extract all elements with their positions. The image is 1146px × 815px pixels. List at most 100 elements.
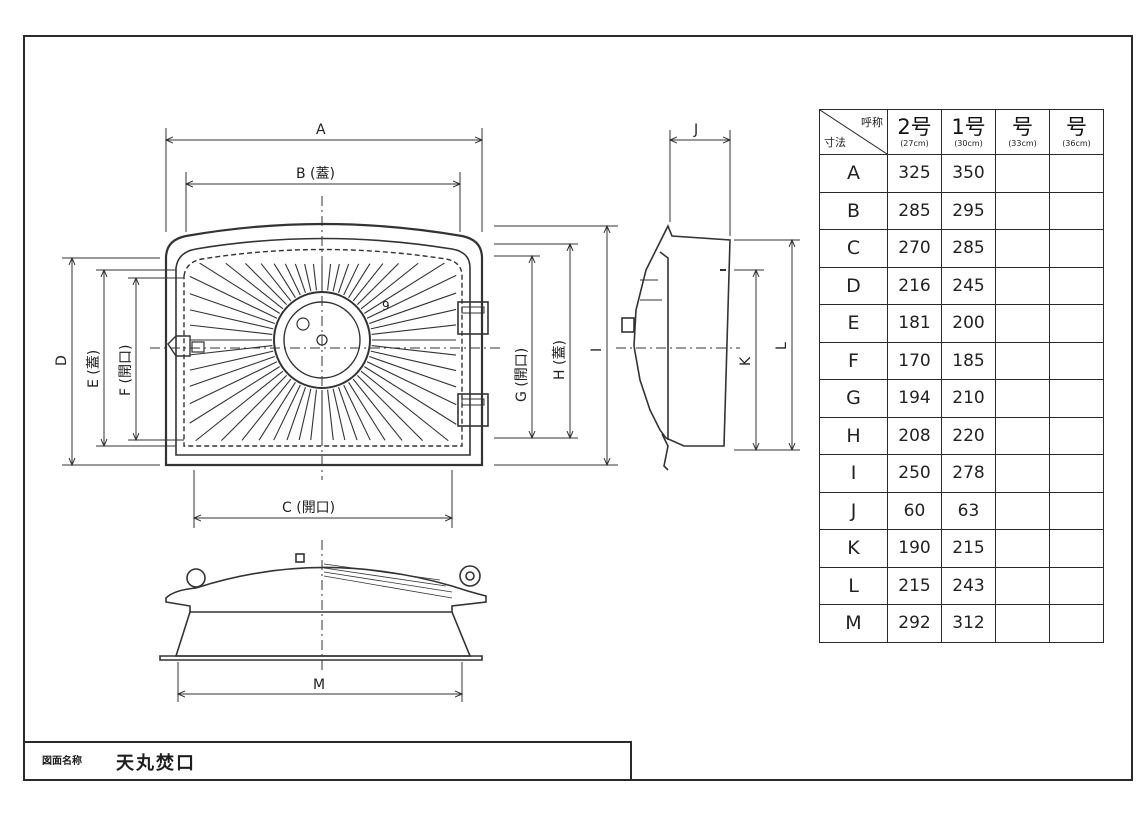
row-value-cell: 250: [887, 454, 942, 493]
row-value-cell: [1049, 604, 1104, 643]
column-diameter-label: (27cm): [900, 138, 929, 148]
row-value-cell: 194: [887, 379, 942, 418]
lid-rib: [225, 262, 284, 310]
dimension-m-label: M: [313, 677, 325, 693]
lid-rib: [366, 361, 457, 406]
lid-rib: [369, 292, 457, 325]
plan-view: [159, 540, 487, 672]
lid-rib: [348, 263, 371, 298]
row-value-cell: 270: [887, 229, 942, 268]
row-value-cell: 295: [941, 191, 996, 230]
row-dimension-cell: J: [819, 491, 888, 530]
lid-rib: [364, 366, 457, 425]
row-value-cell: [1049, 491, 1104, 530]
lid-rib: [370, 350, 457, 372]
dimension-b: [186, 172, 460, 232]
row-value-cell: 285: [941, 229, 996, 268]
lid-rib: [189, 361, 278, 405]
lid-rib: [189, 350, 274, 371]
row-value-cell: [1049, 191, 1104, 230]
lid-rib: [298, 388, 312, 441]
row-value-cell: 200: [941, 304, 996, 343]
lid-rib: [294, 263, 307, 293]
column-header-1: 2号 (27cm): [887, 109, 942, 155]
row-value-cell: [995, 566, 1050, 605]
row-value-cell: [1049, 229, 1104, 268]
dimension-l-label: L: [774, 342, 790, 350]
column-size-label: 号: [1012, 114, 1033, 139]
corner-top-label: 呼称: [861, 116, 883, 129]
lid-rib: [189, 366, 280, 424]
row-value-cell: 278: [941, 454, 996, 493]
lid-rib: [332, 263, 340, 292]
row-dimension-cell: F: [819, 341, 888, 380]
row-value-cell: 285: [887, 191, 942, 230]
lid-rib: [371, 324, 457, 335]
dimension-a: [166, 128, 482, 232]
dimensions-ghi: [494, 226, 618, 465]
lid-rib: [221, 374, 288, 441]
dimension-g-label: G (開口): [514, 348, 530, 402]
row-dimension-cell: K: [819, 529, 888, 568]
title-block: 図面名称 天丸焚口: [24, 741, 632, 781]
lid-mark-9: 9: [382, 299, 390, 313]
dimension-h-label: H (蓋): [552, 340, 568, 380]
row-value-cell: [995, 491, 1050, 530]
row-value-cell: 243: [941, 566, 996, 605]
drawing-name-label: 図面名称: [42, 756, 82, 767]
row-dimension-cell: M: [819, 604, 888, 643]
row-value-cell: 216: [887, 266, 942, 305]
column-size-label: 号: [1066, 114, 1087, 139]
lid-rib: [258, 382, 296, 441]
column-diameter-label: (36cm): [1062, 138, 1091, 148]
row-value-cell: [995, 191, 1050, 230]
dimension-f-label: F (開口): [118, 345, 134, 396]
row-value-cell: 245: [941, 266, 996, 305]
row-value-cell: 190: [887, 529, 942, 568]
lid-rib: [245, 263, 288, 306]
row-value-cell: [1049, 416, 1104, 455]
column-diameter-label: (30cm): [954, 138, 983, 148]
lid-rib: [310, 389, 317, 441]
lid-rib: [304, 263, 312, 292]
row-value-cell: 185: [941, 341, 996, 380]
side-view: [616, 224, 740, 471]
row-value-cell: 350: [941, 154, 996, 193]
lid-rib: [284, 263, 301, 296]
row-value-cell: 215: [887, 566, 942, 605]
row-dimension-cell: C: [819, 229, 888, 268]
dimension-k-label: K: [738, 356, 754, 366]
row-value-cell: 170: [887, 341, 942, 380]
lid-rib: [371, 345, 457, 356]
row-dimension-cell: H: [819, 416, 888, 455]
lid-rib: [189, 293, 275, 325]
lid-rib: [286, 387, 307, 441]
row-value-cell: 63: [941, 491, 996, 530]
row-dimension-cell: G: [819, 379, 888, 418]
column-header-2: 1号 (30cm): [941, 109, 996, 155]
row-value-cell: 312: [941, 604, 996, 643]
column-diameter-label: (33cm): [1008, 138, 1037, 148]
dimensions-kl: [734, 240, 800, 450]
row-value-cell: 210: [941, 379, 996, 418]
row-value-cell: [1049, 341, 1104, 380]
lid-rib: [189, 309, 274, 330]
row-value-cell: [995, 604, 1050, 643]
table-header-row: 呼称 寸法 2号 (27cm) 1号 (30cm) 号 (33cm) 号 (36…: [819, 109, 1104, 155]
row-dimension-cell: I: [819, 454, 888, 493]
lid-rib: [189, 275, 278, 319]
lid-rib: [189, 324, 273, 335]
row-value-cell: [995, 529, 1050, 568]
lid-rib: [273, 263, 296, 298]
row-dimension-cell: E: [819, 304, 888, 343]
row-value-cell: [1049, 454, 1104, 493]
dimension-e-label: E (蓋): [86, 350, 102, 388]
sheet-border: [23, 35, 1133, 781]
lid-rib: [189, 345, 273, 356]
lid-rib: [356, 263, 399, 306]
